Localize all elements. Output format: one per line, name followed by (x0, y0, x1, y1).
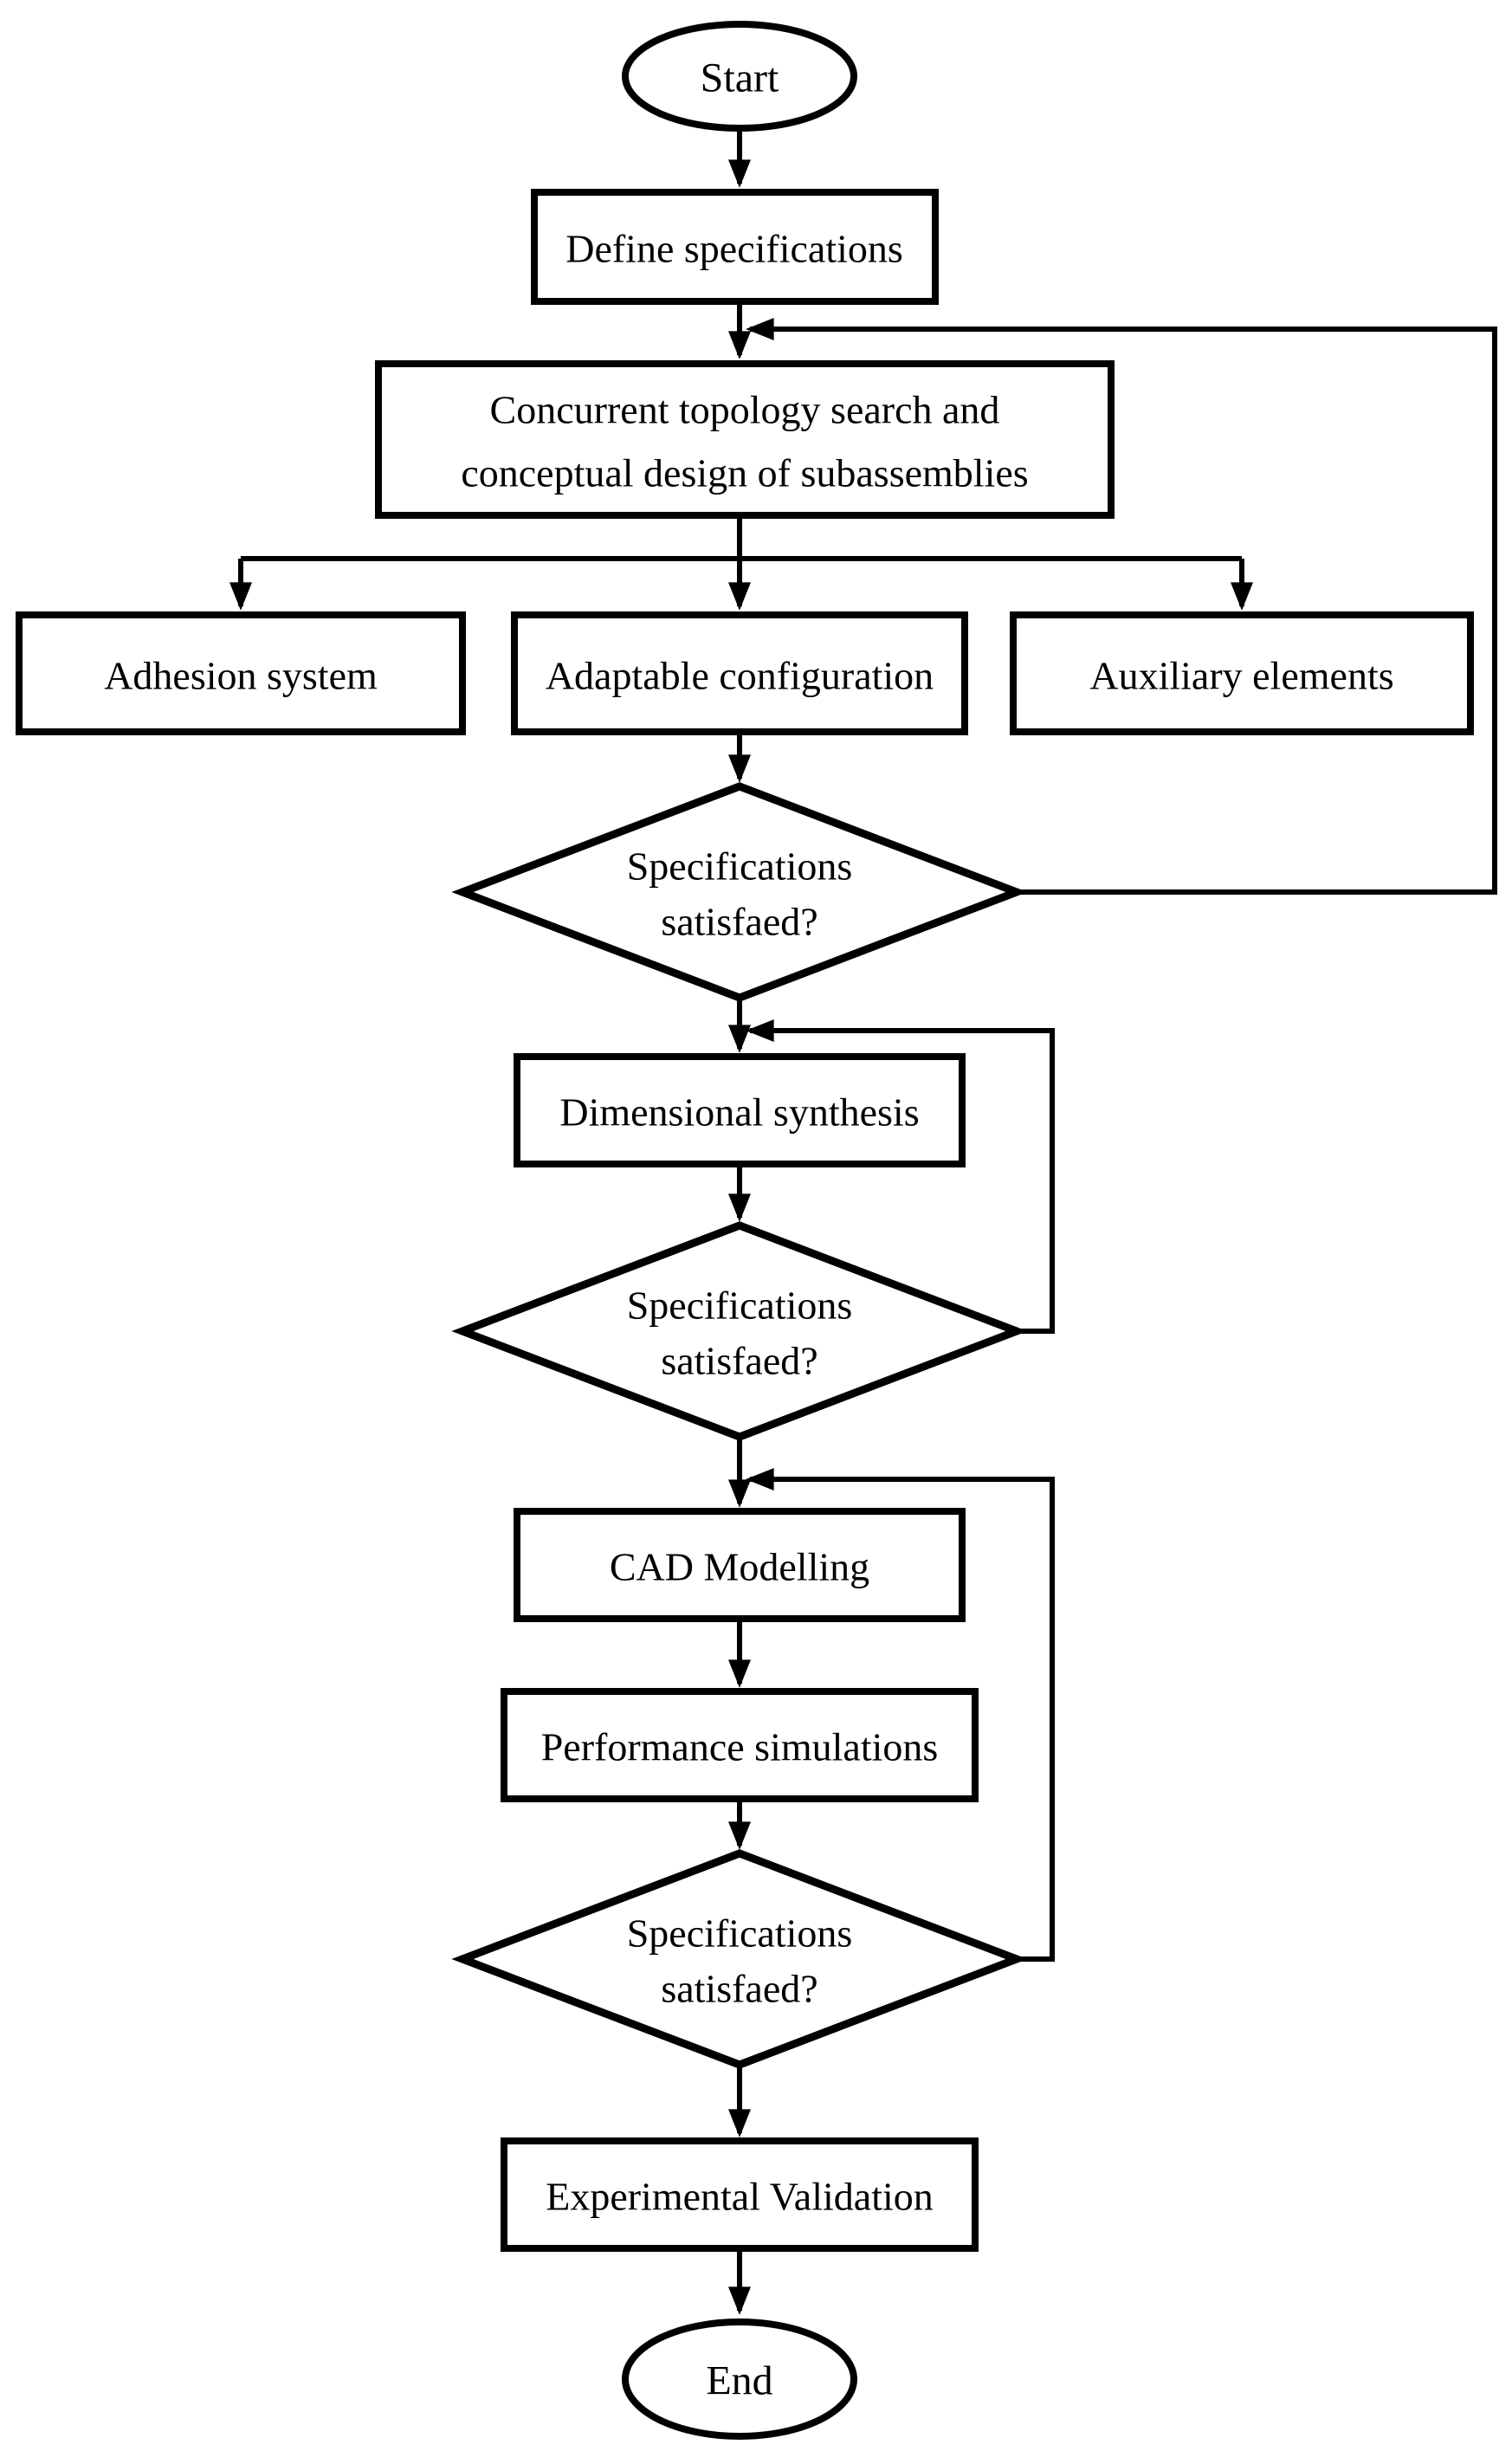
cad-modelling-label: CAD Modelling (610, 1545, 869, 1589)
define-specifications-label: Define specifications (565, 227, 903, 271)
node-performance-simulations: Performance simulations (501, 1688, 979, 1802)
node-cad-modelling: CAD Modelling (514, 1508, 966, 1622)
experimental-validation-box (501, 2137, 979, 2252)
cad-modelling-box (514, 1508, 966, 1622)
decision-simulation-diamond (451, 1849, 1028, 2069)
node-end: End (622, 2318, 857, 2440)
node-define-specifications: Define specifications (531, 189, 939, 305)
edge-loop-decision1-to-concurrent (746, 318, 1497, 895)
experimental-validation-label: Experimental Validation (546, 2175, 934, 2219)
concurrent-topology-label-line1: Concurrent topology search and (490, 388, 1000, 432)
decision-topology-diamond (451, 782, 1028, 1002)
performance-simulations-box (501, 1688, 979, 1802)
define-specifications-box (531, 189, 939, 305)
decision-topology-label-line2: satisfaed? (661, 900, 817, 944)
edges (229, 130, 1497, 2315)
node-decision-simulation: Specifications satisfaed? (451, 1849, 1028, 2069)
node-concurrent-topology: Concurrent topology search and conceptua… (375, 360, 1115, 519)
concurrent-topology-box (375, 360, 1115, 519)
dimensional-synthesis-label: Dimensional synthesis (559, 1090, 919, 1135)
node-experimental-validation: Experimental Validation (501, 2137, 979, 2252)
node-dimensional-synthesis: Dimensional synthesis (514, 1053, 966, 1167)
end-terminator-shape (622, 2318, 857, 2440)
decision-dimensional-diamond (451, 1221, 1028, 1441)
dimensional-synthesis-box (514, 1053, 966, 1167)
concurrent-topology-label-line2: conceptual design of subassemblies (461, 451, 1028, 495)
start-terminator-shape (622, 21, 857, 132)
node-start: Start (622, 21, 857, 132)
edge-loop-decision2-to-dimensional (746, 1019, 1055, 1334)
decision-dimensional-label-line2: satisfaed? (661, 1339, 817, 1383)
decision-dimensional-label-line1: Specifications (627, 1284, 853, 1328)
edge-loop-decision3-to-cad (746, 1468, 1055, 1962)
end-label: End (706, 2358, 772, 2404)
auxiliary-elements-box (1010, 611, 1474, 735)
node-decision-topology: Specifications satisfaed? (451, 782, 1028, 1002)
decision-topology-label-line1: Specifications (627, 844, 853, 889)
adhesion-system-label: Adhesion system (104, 654, 378, 698)
node-auxiliary-elements: Auxiliary elements (1010, 611, 1474, 735)
node-adaptable-configuration: Adaptable configuration (511, 611, 968, 735)
adaptable-configuration-box (511, 611, 968, 735)
node-decision-dimensional: Specifications satisfaed? (451, 1221, 1028, 1441)
decision-simulation-label-line1: Specifications (627, 1911, 853, 1956)
adhesion-system-box (16, 611, 466, 735)
decision-simulation-label-line2: satisfaed? (661, 1967, 817, 2011)
start-label: Start (701, 55, 779, 101)
auxiliary-elements-label: Auxiliary elements (1089, 654, 1393, 698)
adaptable-configuration-label: Adaptable configuration (546, 654, 934, 698)
performance-simulations-label: Performance simulations (541, 1725, 939, 1769)
node-adhesion-system: Adhesion system (16, 611, 466, 735)
